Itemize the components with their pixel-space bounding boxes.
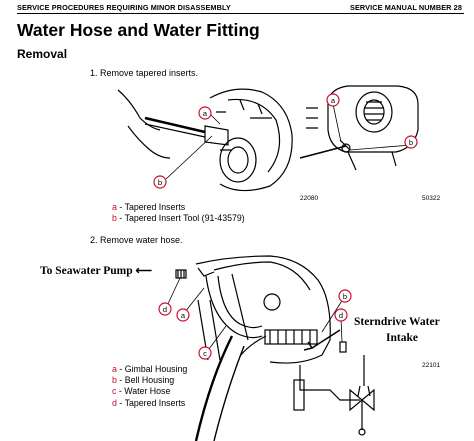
legend-item: b - Tapered Insert Tool (91-43579): [112, 213, 245, 224]
callout-a-fig3: a: [176, 308, 190, 322]
legend-text: - Bell Housing: [116, 375, 175, 386]
callout-b-fig3: b: [338, 289, 352, 303]
svg-text:d: d: [163, 305, 167, 314]
legend-item: b - Bell Housing: [112, 375, 187, 386]
callout-b-fig1: b: [153, 175, 167, 189]
legend-text: - Water Hose: [116, 386, 171, 397]
legend-text: - Tapered Insert Tool (91-43579): [116, 213, 245, 224]
callout-a-fig1: a: [198, 106, 212, 120]
step-2: 2. Remove water hose.: [90, 235, 183, 245]
svg-text:b: b: [158, 178, 162, 187]
legend-key: a: [112, 364, 117, 374]
legend-key: b: [112, 375, 117, 386]
header-left: SERVICE PROCEDURES REQUIRING MINOR DISAS…: [17, 3, 231, 12]
callout-markers: a b a b d a c b d: [153, 93, 418, 360]
section-heading: Removal: [17, 47, 68, 61]
legend-key: b: [112, 213, 117, 224]
step-1: 1. Remove tapered inserts.: [90, 68, 199, 78]
legend-text: - Tapered Inserts: [116, 397, 186, 408]
page-title: Water Hose and Water Fitting: [17, 20, 260, 40]
callout-d2-fig3: d: [334, 308, 348, 322]
legend-item: c - Water Hose: [112, 386, 187, 397]
figure-1-drawing: [117, 88, 293, 192]
annotation-intake-line2: Intake: [386, 332, 418, 344]
svg-text:a: a: [181, 311, 186, 320]
legend-figure-1: a - Tapered Inserts b - Tapered Insert T…: [112, 202, 245, 224]
svg-text:b: b: [409, 138, 413, 147]
legend-text: - Tapered Inserts: [116, 202, 186, 212]
arrow-left-icon: ⟵: [135, 265, 153, 277]
legend-figure-2: a - Gimbal Housing b - Bell Housing c - …: [112, 364, 187, 409]
legend-key: c: [112, 386, 117, 397]
callout-a-fig2: a: [326, 93, 340, 107]
svg-text:c: c: [203, 349, 207, 358]
header-rule: [17, 13, 464, 14]
annotation-seawater-pump: To Seawater Pump ⟵: [40, 263, 152, 277]
figure-number-3: 22101: [422, 362, 441, 369]
callout-c-fig3: c: [198, 346, 212, 360]
legend-text: - Gimbal Housing: [116, 364, 188, 374]
callout-b-fig2: b: [404, 135, 418, 149]
legend-item: d - Tapered Inserts: [112, 398, 187, 409]
figure-2-drawing: [299, 85, 419, 171]
legend-key: d: [112, 397, 117, 408]
legend-item: a - Tapered Inserts: [112, 202, 245, 213]
svg-text:a: a: [331, 96, 336, 105]
annotation-intake-line1: Sterndrive Water: [354, 316, 440, 328]
header-right: SERVICE MANUAL NUMBER 28: [349, 3, 462, 12]
svg-text:a: a: [203, 109, 208, 118]
svg-text:b: b: [343, 292, 347, 301]
legend-item: a - Gimbal Housing: [112, 364, 187, 375]
figure-number-1: 22080: [300, 195, 319, 202]
callout-d-fig3: d: [158, 302, 172, 316]
annotation-pump-text: To Seawater Pump: [40, 265, 133, 277]
svg-text:d: d: [339, 311, 343, 320]
legend-key: a: [112, 202, 117, 212]
figure-number-2: 50322: [422, 195, 441, 202]
